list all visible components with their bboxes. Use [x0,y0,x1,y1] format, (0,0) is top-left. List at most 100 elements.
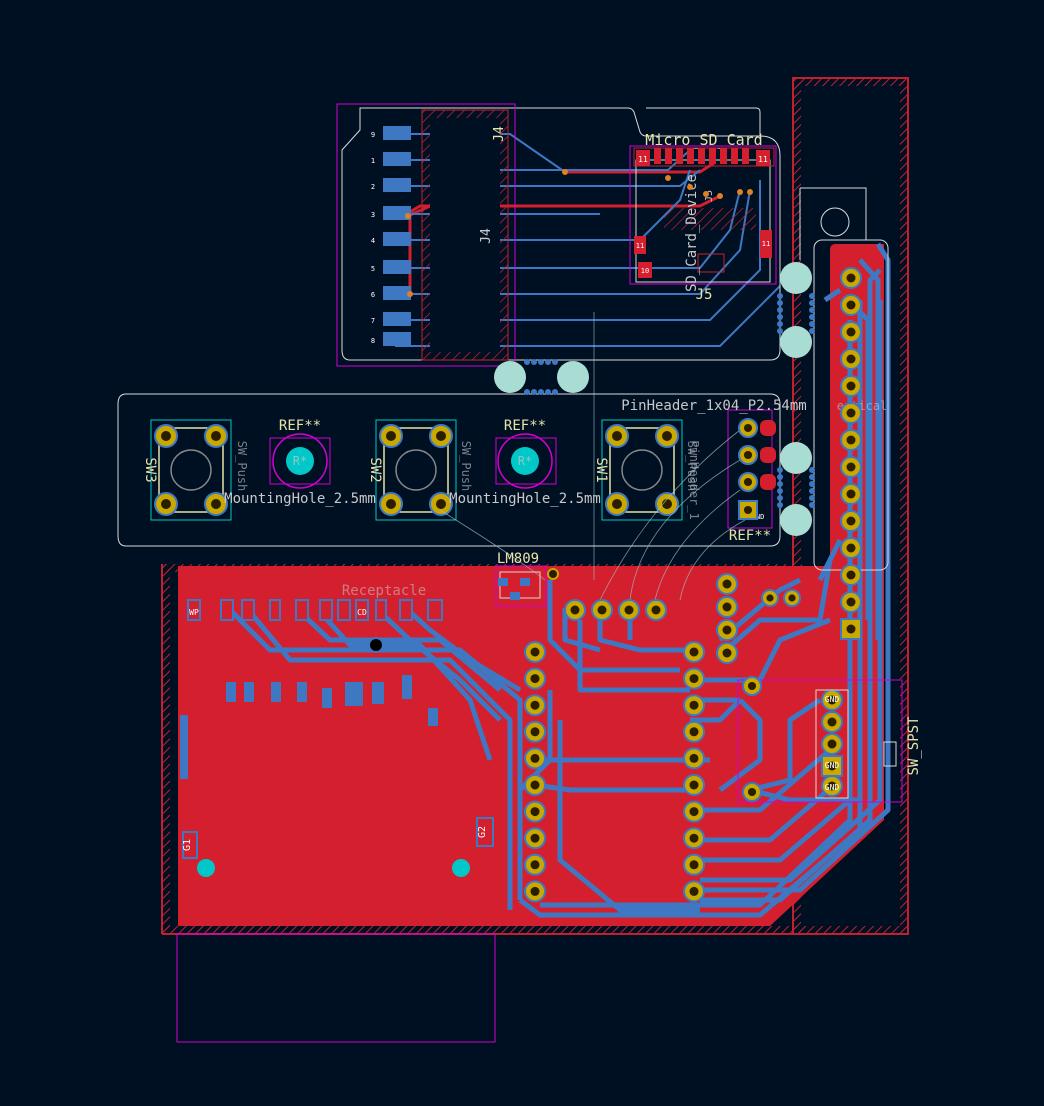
sd-receptacle-pads: WP CD [187,599,443,621]
hole1-ref: R* [293,454,307,468]
j4-fab-label: J4 [479,228,494,244]
small-via [777,300,783,306]
large-via [780,504,812,536]
small-via [809,502,815,508]
j4-pin-number: 7 [371,317,375,325]
j4-pad: 2 [371,178,411,192]
gnd-label-3: GND [825,783,840,792]
small-via [777,495,783,501]
through-hole-pads [524,267,862,903]
large-via [494,361,526,393]
gnd-label-2: GND [825,761,840,770]
j4-pin-number: 8 [371,337,375,345]
j4-pad: 9 [371,126,411,140]
ref-label-3: REF** [729,528,771,544]
j4-pin-number: 3 [371,211,375,219]
sd-pad-11-a: 11 [638,155,648,164]
j4-pad: 5 [371,260,411,274]
sd-ref-label: J5 [696,287,713,303]
sd-value-label: Micro_SD_Card [645,131,762,149]
sw2-value: SW_Push [459,441,473,492]
j4-pad: 6 [371,286,411,300]
small-via [809,328,815,334]
sd-contact-pad [698,148,705,164]
sd-pad-11-c: 11 [636,242,644,250]
back-copper-traces [230,242,891,918]
j4-ref-label: J4 [492,126,507,142]
sw2-ref: SW2 [367,457,383,482]
sw1-value: SW_Push [685,441,699,492]
small-via [809,307,815,313]
trace-junction [665,175,671,181]
small-via [809,495,815,501]
j4-pin-number: 2 [371,183,375,191]
sd-contact-pad [731,148,738,164]
small-via [809,314,815,320]
small-via [777,307,783,313]
lm809-label: LM809 [497,551,539,567]
sd-large-pads: 11 11 11 11 10 [634,150,772,278]
sw1-ref: SW1 [593,457,609,482]
trace-junction [737,189,743,195]
j4-pin-number: 6 [371,291,375,299]
sd-pads [654,148,749,164]
sd-contact-pad [665,148,672,164]
trace-junction [687,184,693,190]
small-via [531,389,537,395]
j4-pin-number: 4 [371,237,375,245]
switches [150,419,683,521]
mounting-holes: REF** REF** R* R* MountingHole_2.5mm Mou… [224,418,601,507]
small-via [777,328,783,334]
ref-label-1: REF** [279,418,321,434]
receptacle-label: Receptacle [342,583,426,599]
small-via [809,293,815,299]
small-via [777,474,783,480]
lm809-regulator: LM809 [497,551,559,600]
small-via [809,321,815,327]
small-via [777,481,783,487]
sw3-value: SW_Push [235,441,249,492]
small-via [531,359,537,365]
ref-label-2: REF** [504,418,546,434]
j4-pad: 3 [371,206,411,220]
mounting-hole-2 [497,433,553,489]
j4-pad: 4 [371,232,411,246]
small-via [552,359,558,365]
hole2-ref: R* [518,454,532,468]
small-via [777,488,783,494]
g2-label: G2 [477,826,488,838]
small-via [524,389,530,395]
sd-fab-value-label: SD_Card_Device [684,174,700,292]
sw1-footprint [601,419,683,521]
large-via [780,262,812,294]
small-via [777,321,783,327]
small-via [777,314,783,320]
sd-contact-pad [676,148,683,164]
ratsnest [439,312,746,601]
sw-spst: SW_SPST GND GND GND [815,689,922,799]
cd-label: CD [357,608,367,617]
g1-label: G1 [182,839,193,851]
small-via [777,293,783,299]
j4-connector: J4 J4 [421,109,509,361]
courtyards [176,103,903,1043]
pinheader-fab: PinHeader_1 [687,440,701,519]
j4-pin-number: 5 [371,265,375,273]
trace-junction [407,291,413,297]
sw3-footprint [150,419,232,521]
small-via [538,389,544,395]
small-via [545,389,551,395]
switch-labels: SW3 SW2 SW1 SW_Push SW_Push SW_Push [142,441,699,492]
trace-junction [703,191,709,197]
small-via [538,359,544,365]
small-via [809,300,815,306]
j4-pin-number: 9 [371,131,375,139]
vias [405,169,815,536]
wp-label: WP [189,608,199,617]
small-via [545,359,551,365]
hole2-value: MountingHole_2.5mm [449,491,601,507]
hole1-value: MountingHole_2.5mm [224,491,376,507]
sd-contact-pad [709,148,716,164]
